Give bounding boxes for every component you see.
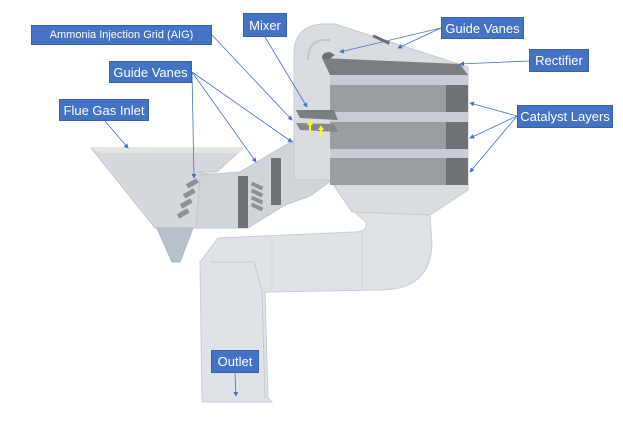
label-guide-vanes-top: Guide Vanes [441, 17, 524, 39]
label-outlet: Outlet [211, 350, 259, 373]
mixer-plates [296, 123, 338, 132]
catalyst-layer-bands [330, 85, 468, 185]
label-mixer: Mixer [243, 13, 287, 37]
label-rectifier: Rectifier [529, 49, 589, 72]
label-guide-vanes-left: Guide Vanes [109, 61, 192, 83]
label-catalyst-layers: Catalyst Layers [517, 105, 613, 128]
label-ammonia-injection-grid: Ammonia Injection Grid (AIG) [31, 25, 212, 45]
leader-lines [104, 27, 530, 397]
reactor-body [293, 23, 469, 216]
hopper-guide-vanes [176, 178, 199, 219]
rectifier-mesh [322, 58, 468, 75]
top-guide-vane [372, 34, 391, 45]
flow-arrows [307, 120, 324, 137]
label-flue-gas-inlet: Flue Gas Inlet [59, 99, 149, 121]
aig-grid [296, 110, 338, 120]
